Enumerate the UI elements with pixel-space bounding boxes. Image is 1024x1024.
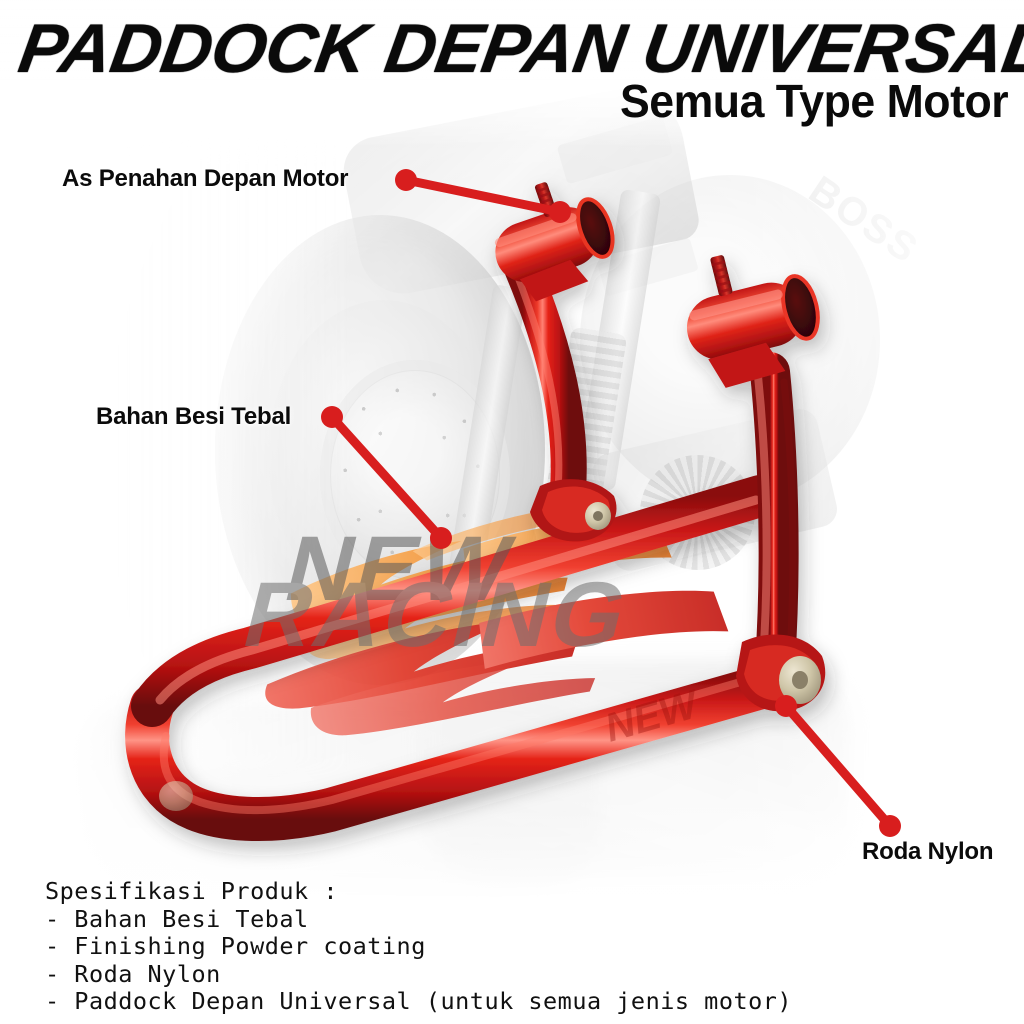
page-title: PADDOCK DEPAN UNIVERSAL — [13, 10, 1024, 87]
spec-item: - Bahan Besi Tebal — [45, 904, 309, 933]
header-white-wash — [0, 0, 1024, 150]
callout-label-bahan-besi: Bahan Besi Tebal — [96, 403, 292, 430]
spec-item: - Roda Nylon — [45, 959, 221, 988]
spec-item: - Paddock Depan Universal (untuk semua j… — [45, 987, 793, 1015]
spec-heading: Spesifikasi Produk : — [45, 877, 338, 905]
callout-label-as-penahan: As Penahan Depan Motor — [62, 165, 349, 192]
bg-bottom-fade — [0, 794, 1024, 1024]
spec-item: - Finishing Powder coating — [45, 932, 426, 960]
header-band: PADDOCK DEPAN UNIVERSAL Semua Type Motor — [0, 0, 1024, 150]
page-subtitle: Semua Type Motor — [619, 75, 1009, 127]
callout-label-roda-nylon: Roda Nylon — [862, 838, 994, 865]
specification-block: Spesifikasi Produk : - Bahan Besi Tebal … — [45, 877, 793, 1016]
